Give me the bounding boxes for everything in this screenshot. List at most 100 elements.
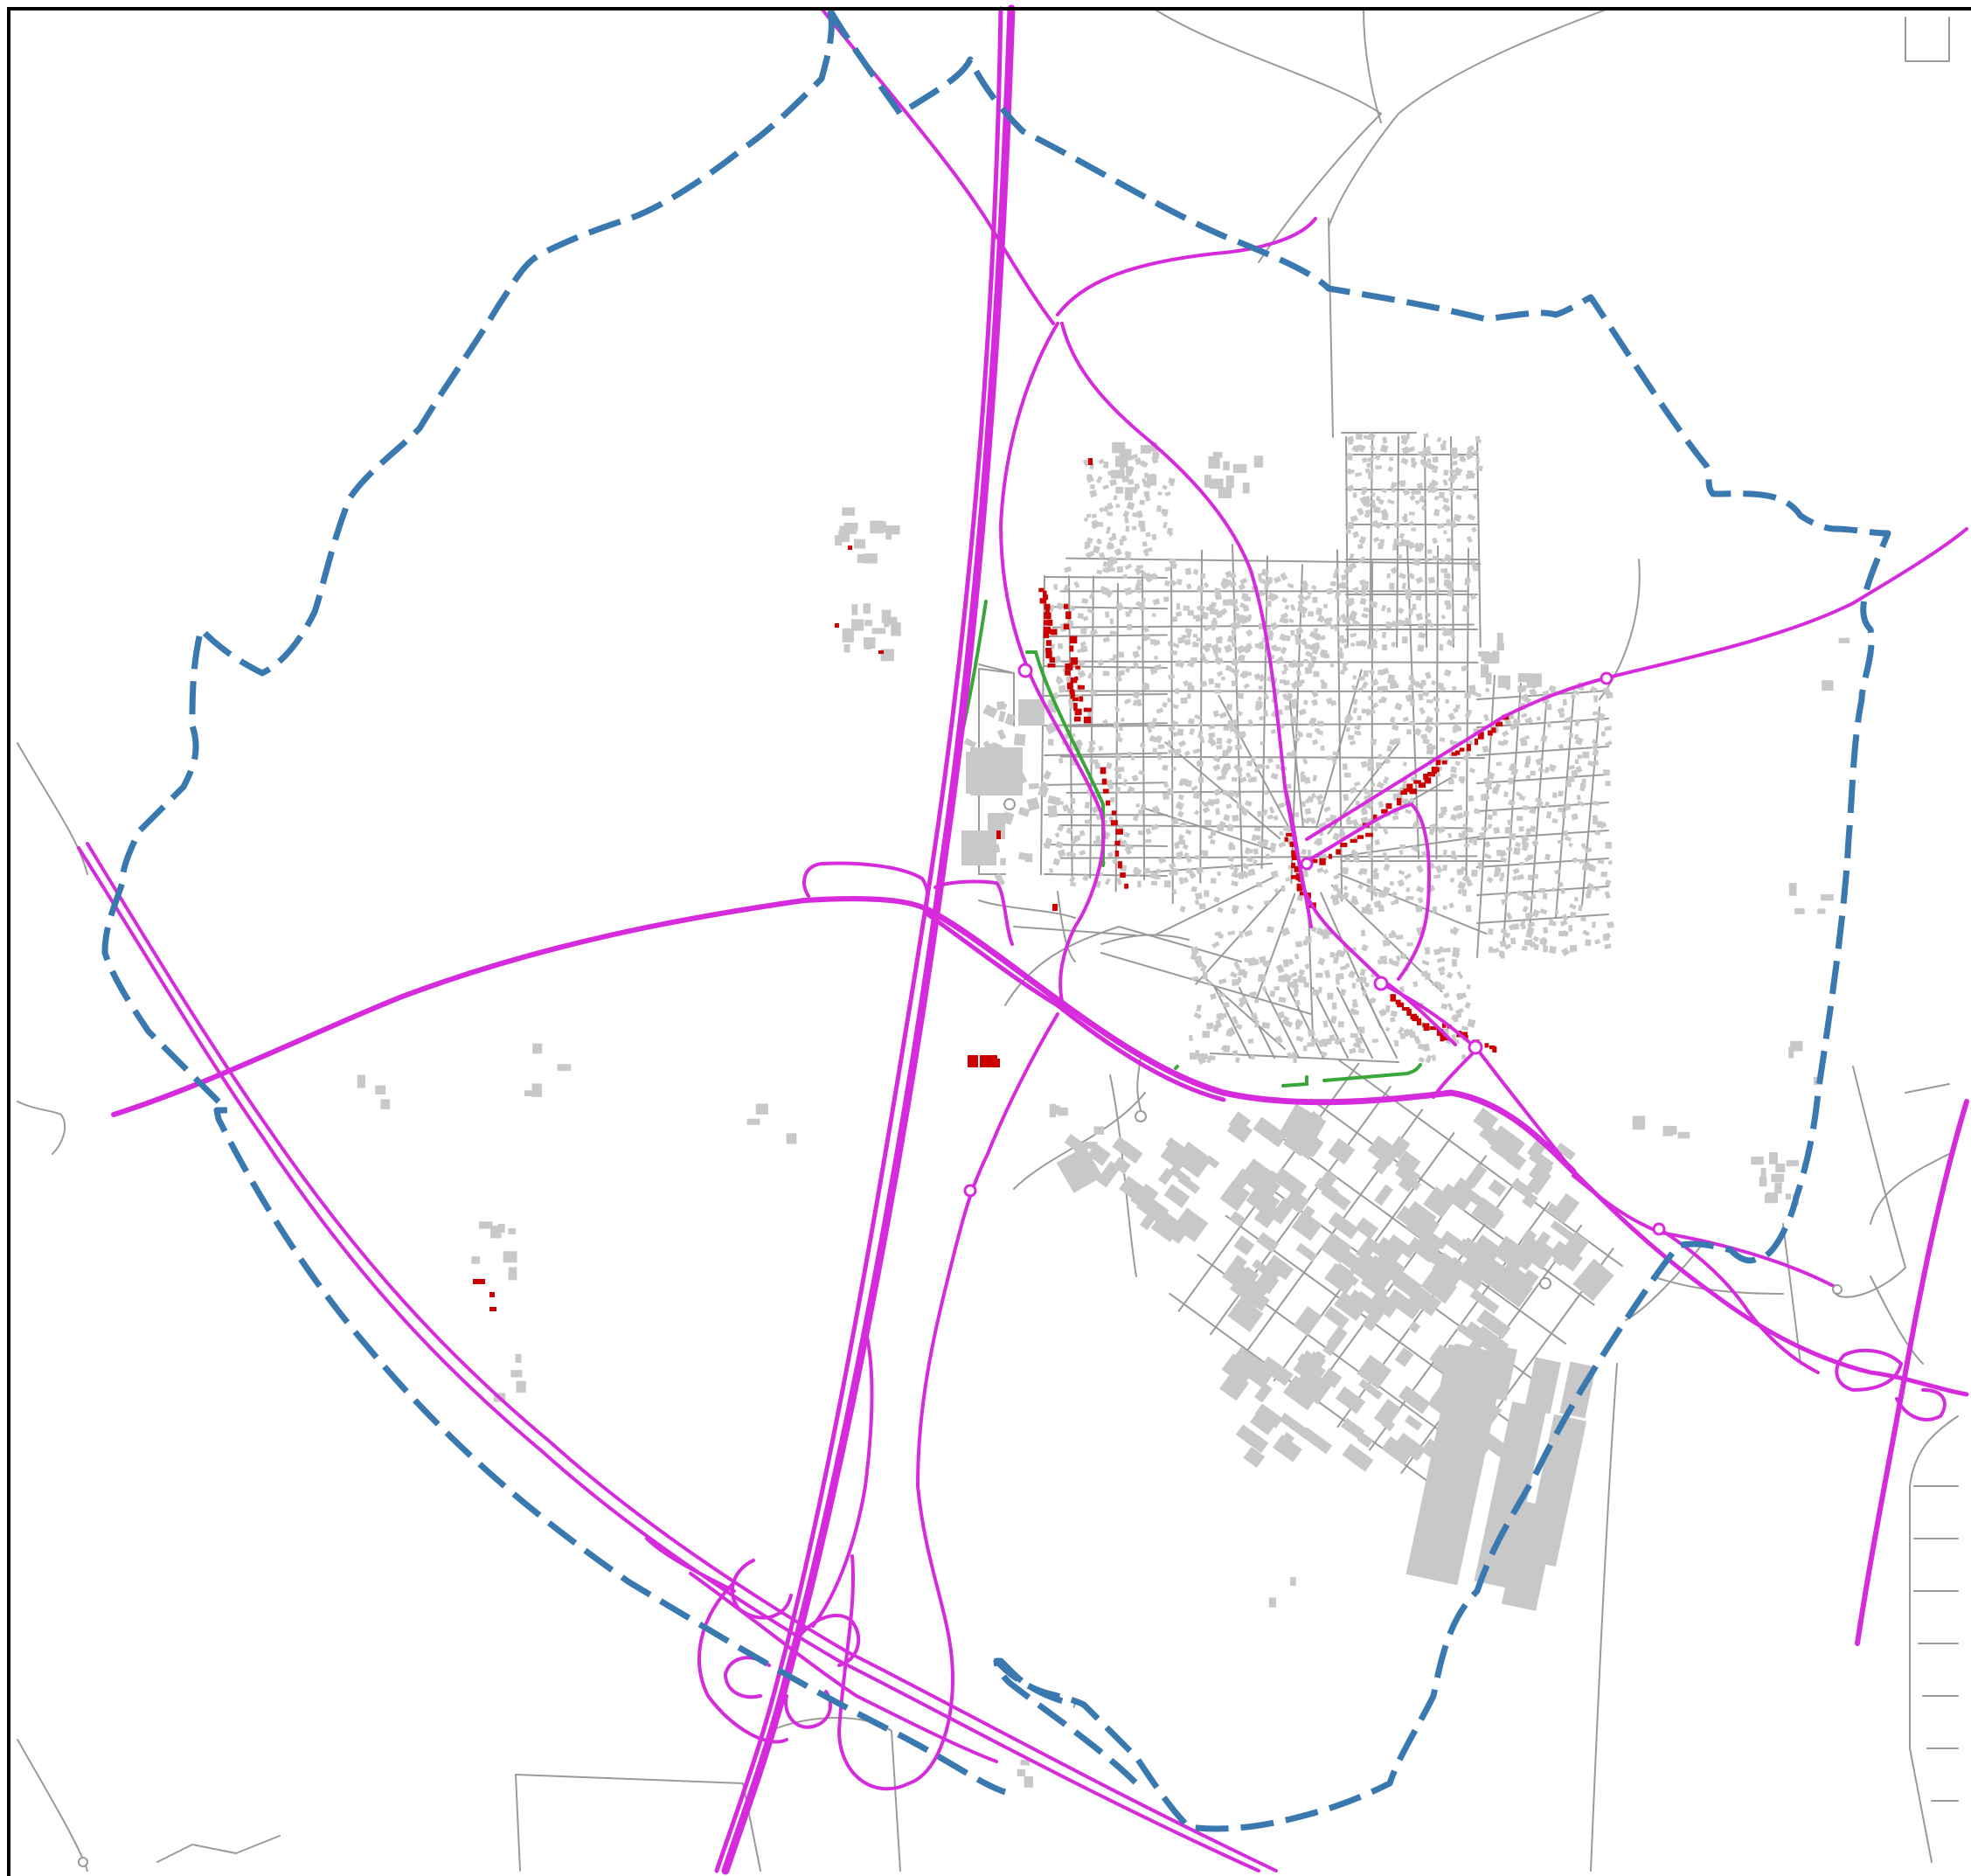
building	[1189, 1053, 1197, 1060]
building	[1450, 773, 1458, 779]
building	[1227, 930, 1236, 936]
building	[1509, 937, 1516, 945]
building	[1386, 498, 1395, 505]
building	[1098, 745, 1104, 751]
building	[1592, 817, 1598, 825]
roundabout	[1003, 798, 1016, 810]
building	[1456, 970, 1464, 980]
highlighted-building	[1298, 877, 1302, 882]
building	[1441, 440, 1447, 448]
building	[1342, 1443, 1374, 1472]
building	[1503, 892, 1511, 898]
building	[1275, 963, 1285, 974]
building	[1579, 858, 1586, 865]
building	[1372, 867, 1379, 874]
building	[1132, 650, 1141, 659]
building	[1577, 800, 1586, 807]
building	[1151, 717, 1157, 725]
building	[1342, 866, 1350, 875]
building	[1054, 831, 1060, 838]
building	[1471, 869, 1478, 878]
main-road	[1283, 785, 1457, 1046]
building	[1582, 929, 1590, 937]
building	[1465, 905, 1472, 913]
building	[1425, 716, 1433, 725]
building	[1114, 674, 1123, 684]
building	[1149, 872, 1158, 880]
building	[1401, 636, 1408, 644]
building	[1512, 718, 1519, 726]
building	[1473, 1108, 1499, 1133]
building	[1388, 1136, 1411, 1159]
building	[1410, 574, 1415, 579]
building	[1592, 711, 1600, 716]
building	[1163, 1184, 1190, 1208]
building	[1530, 893, 1537, 900]
motorway	[86, 842, 1278, 1873]
building	[1522, 839, 1527, 845]
building	[1359, 496, 1368, 504]
building	[1243, 1446, 1266, 1469]
building	[1394, 1347, 1414, 1367]
building	[1229, 726, 1235, 733]
building	[1585, 939, 1592, 947]
building	[1338, 651, 1344, 659]
building	[1463, 810, 1469, 817]
building	[1076, 648, 1084, 654]
building	[1323, 1042, 1328, 1047]
building	[1539, 937, 1547, 943]
highlighted-building	[1489, 1045, 1496, 1050]
building	[1190, 657, 1197, 663]
building	[1572, 1258, 1614, 1302]
highlighted-building	[1045, 615, 1051, 620]
building	[1179, 905, 1186, 913]
building	[1283, 1189, 1310, 1214]
building	[1516, 1234, 1554, 1270]
building	[1174, 1141, 1212, 1178]
building	[1365, 462, 1373, 469]
building	[1253, 455, 1264, 468]
highlighted-building	[1291, 854, 1299, 860]
building	[1409, 494, 1416, 502]
highlighted-building	[1044, 620, 1051, 626]
building	[1247, 719, 1253, 727]
building	[1014, 733, 1026, 747]
building	[1202, 806, 1211, 814]
building	[1108, 536, 1115, 542]
building	[1004, 712, 1016, 726]
building	[1214, 682, 1221, 689]
building	[1544, 853, 1551, 861]
town-street	[1476, 802, 1609, 812]
building	[1436, 436, 1442, 443]
building	[1488, 1178, 1507, 1198]
building	[1433, 874, 1441, 879]
building	[1495, 782, 1502, 789]
building	[1227, 719, 1233, 727]
highlighted-building	[1117, 861, 1122, 869]
building	[1372, 678, 1379, 686]
ramp	[645, 1537, 736, 1593]
building	[1518, 1269, 1539, 1291]
building	[1190, 886, 1197, 893]
building	[1290, 629, 1295, 636]
building	[1412, 981, 1419, 988]
building	[1464, 1163, 1488, 1189]
building	[1298, 976, 1307, 983]
building	[1235, 767, 1244, 773]
building	[1564, 835, 1572, 842]
building	[1162, 792, 1169, 801]
building	[1439, 686, 1447, 692]
highlighted-building	[1051, 629, 1058, 636]
building	[1358, 535, 1367, 545]
building	[1212, 451, 1223, 458]
building	[1119, 726, 1123, 731]
building	[1267, 629, 1274, 636]
building	[1424, 611, 1432, 618]
highlighted-building	[1070, 657, 1079, 665]
building	[1285, 1020, 1294, 1028]
building	[1426, 458, 1432, 463]
building	[1540, 734, 1548, 743]
building	[1381, 631, 1387, 639]
